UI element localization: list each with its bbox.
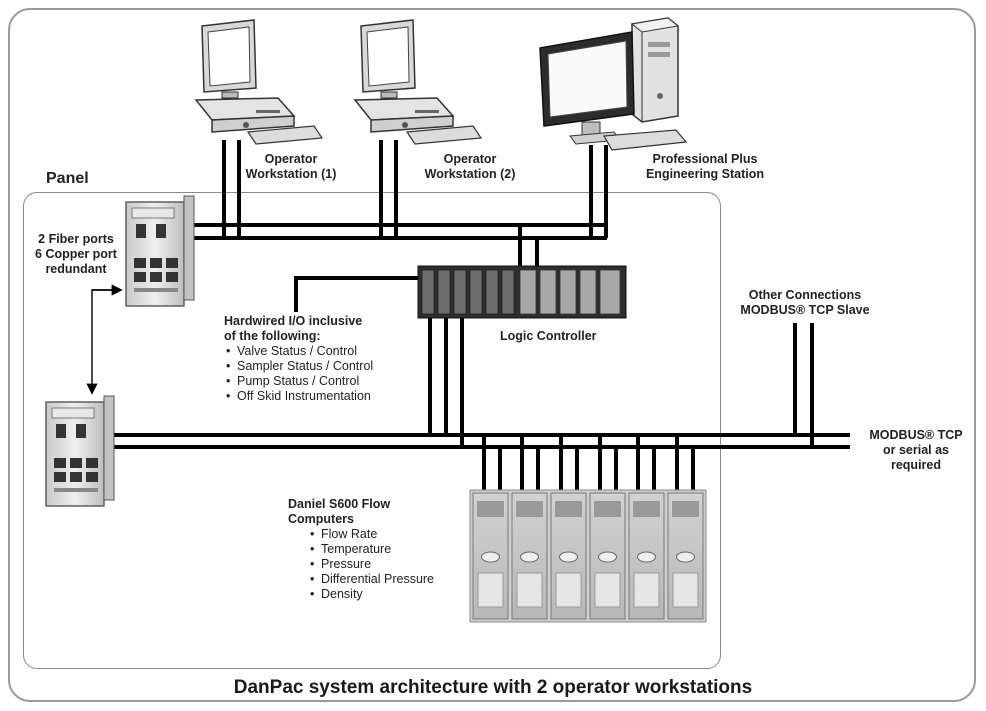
hardwired-io-title-line1: Hardwired I/O inclusive <box>224 314 363 328</box>
flow-computers-title-line2: Computers <box>288 512 354 526</box>
workstation-1-label-line1: Operator <box>264 152 318 166</box>
workstation-2-label-line1: Operator <box>443 152 497 166</box>
hardwired-io-item: Off Skid Instrumentation <box>226 389 414 404</box>
logic-controller-label: Logic Controller <box>500 329 597 343</box>
workstation-2-label-line2: Workstation (2) <box>424 167 516 181</box>
switch-ports-line3: redundant <box>45 262 107 276</box>
operator-workstation-1-icon <box>194 19 324 145</box>
modbus-label: MODBUS® TCP or serial as required <box>860 428 972 473</box>
switch-ports-line1: 2 Fiber ports <box>38 232 114 246</box>
workstation-1-label-line2: Workstation (1) <box>245 167 337 181</box>
engineering-station-label-line1: Professional Plus <box>652 152 758 166</box>
logic-controller-icon <box>417 265 627 319</box>
diagram-caption: DanPac system architecture with 2 operat… <box>233 677 753 698</box>
flow-computers-item: Density <box>310 587 478 602</box>
flow-computers-item: Flow Rate <box>310 527 478 542</box>
hardwired-io-block: Hardwired I/O inclusive of the following… <box>224 314 414 404</box>
modbus-line3: required <box>890 458 941 472</box>
flow-computers-block: Daniel S600 Flow Computers Flow Rate Tem… <box>288 497 478 602</box>
hardwired-io-item: Pump Status / Control <box>226 374 414 389</box>
workstation-1-label: Operator Workstation (1) <box>236 152 346 182</box>
ethernet-switch-1-icon <box>125 195 195 307</box>
workstation-2-label: Operator Workstation (2) <box>410 152 530 182</box>
flow-computers-item: Differential Pressure <box>310 572 478 587</box>
flow-computers-item: Temperature <box>310 542 478 557</box>
hardwired-io-item: Sampler Status / Control <box>226 359 414 374</box>
modbus-line1: MODBUS® TCP <box>869 428 963 442</box>
hardwired-io-title-line2: of the following: <box>224 329 321 343</box>
switch-redundancy-arrows <box>86 284 123 395</box>
flow-computer-drops <box>482 435 695 490</box>
flow-computer-units <box>472 492 704 620</box>
flow-computers-icon <box>469 489 707 623</box>
engineering-station-label-line2: Engineering Station <box>645 167 765 181</box>
network-cables <box>114 140 850 490</box>
flow-computers-list: Flow Rate Temperature Pressure Different… <box>310 527 478 602</box>
ethernet-switch-2-icon <box>45 395 115 507</box>
other-connections-label: Other Connections MODBUS® TCP Slave <box>720 288 890 318</box>
flow-computers-title-line1: Daniel S600 Flow <box>288 497 391 511</box>
flow-computers-item: Pressure <box>310 557 478 572</box>
operator-workstation-2-icon <box>353 19 483 145</box>
hardwired-io-cable <box>294 270 439 312</box>
switch-ports-line2: 6 Copper port <box>35 247 117 261</box>
hardwired-io-item: Valve Status / Control <box>226 344 414 359</box>
modbus-line2: or serial as <box>882 443 949 457</box>
panel-enclosure <box>23 192 721 669</box>
other-connections-line2: MODBUS® TCP Slave <box>740 303 870 317</box>
panel-label: Panel <box>46 170 89 187</box>
other-connections-line1: Other Connections <box>748 288 862 302</box>
engineering-station-icon <box>539 17 688 151</box>
engineering-station-label: Professional Plus Engineering Station <box>630 152 780 182</box>
switch-ports-label: 2 Fiber ports 6 Copper port redundant <box>26 232 126 277</box>
hardwired-io-list: Valve Status / Control Sampler Status / … <box>226 344 414 404</box>
